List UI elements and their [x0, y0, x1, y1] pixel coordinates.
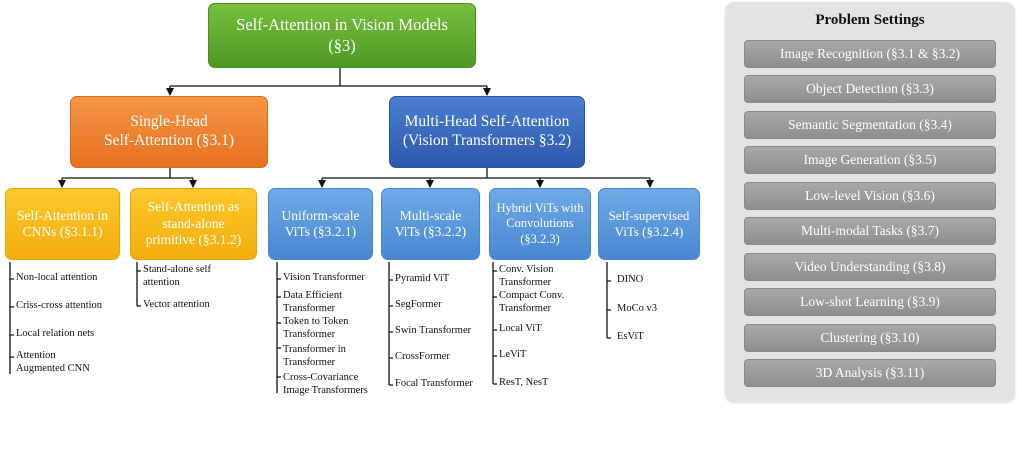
leaf-rest-nest: ResT, NesT: [499, 377, 549, 388]
leaf-dino: DINO: [617, 274, 644, 285]
leaf-local-vit: Local ViT: [499, 323, 542, 334]
self-supervised-box: Self-supervised ViTs (§3.2.4): [598, 188, 700, 260]
setting-semantic-segmentation: Semantic Segmentation (§3.4): [744, 111, 996, 139]
leaf-vision-transformer: Vision Transformer: [283, 272, 365, 283]
leaf-levit: LeViT: [499, 349, 527, 360]
leaf-vector-attention: Vector attention: [143, 299, 210, 310]
leaf-segformer: SegFormer: [395, 299, 442, 310]
root-box: Self-Attention in Vision Models (§3): [208, 3, 476, 68]
leaf-tnt: Transformer in Transformer: [283, 344, 346, 368]
leaf-nonlocal: Non-local attention: [16, 272, 98, 283]
leaf-pyramid-vit: Pyramid ViT: [395, 273, 450, 284]
leaf-esvit: EsViT: [617, 331, 644, 342]
panel-title: Problem Settings: [815, 12, 925, 28]
leaf-crisscross: Criss-cross attention: [16, 300, 103, 311]
leaf-swin: Swin Transformer: [395, 325, 472, 336]
problem-settings-panel: Problem Settings Image Recognition (§3.1…: [725, 2, 1015, 402]
multi-scale-box: Multi-scale ViTs (§3.2.2): [381, 188, 480, 260]
single-head-box: Single-Head Self-Attention (§3.1): [70, 96, 268, 168]
leaf-cvt: Conv. Vision Transformer: [499, 264, 554, 288]
setting-video-understanding: Video Understanding (§3.8): [744, 253, 996, 281]
leaf-local-relation: Local relation nets: [16, 328, 95, 339]
setting-low-shot-learning: Low-shot Learning (§3.9): [744, 288, 996, 316]
leaf-attention-augmented: Attention Augmented CNN: [16, 350, 90, 374]
setting-low-level-vision: Low-level Vision (§3.6): [744, 182, 996, 210]
leaf-cct: Compact Conv. Transformer: [499, 290, 565, 314]
setting-3d-analysis: 3D Analysis (§3.11): [744, 359, 996, 387]
leaf-standalone-self: Stand-alone self attention: [143, 264, 211, 288]
setting-image-generation: Image Generation (§3.5): [744, 146, 996, 174]
setting-multi-modal: Multi-modal Tasks (§3.7): [744, 217, 996, 245]
standalone-box: Self-Attention as stand-alone primitive …: [130, 188, 257, 260]
leaf-crossformer: CrossFormer: [395, 351, 450, 362]
setting-clustering: Clustering (§3.10): [744, 324, 996, 352]
setting-object-detection: Object Detection (§3.3): [744, 75, 996, 103]
leaf-deit: Data Efficient Transformer: [283, 290, 342, 314]
leaf-focal: Focal Transformer: [395, 378, 473, 389]
setting-image-recognition: Image Recognition (§3.1 & §3.2): [744, 40, 996, 68]
uniform-scale-box: Uniform-scale ViTs (§3.2.1): [268, 188, 373, 260]
leaf-t2t: Token to Token Transformer: [283, 316, 349, 340]
leaf-moco-v3: MoCo v3: [617, 303, 657, 314]
multi-head-box: Multi-Head Self-Attention (Vision Transf…: [389, 96, 585, 168]
cnn-box: Self-Attention in CNNs (§3.1.1): [5, 188, 120, 260]
hybrid-box: Hybrid ViTs with Convolutions (§3.2.3): [489, 188, 591, 260]
leaf-xcit: Cross-Covariance Image Transformers: [283, 372, 368, 396]
